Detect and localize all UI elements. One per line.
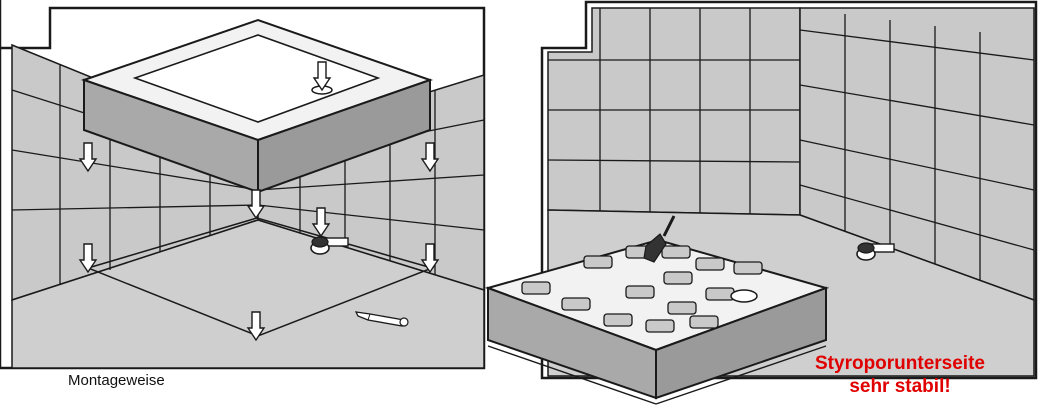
styrofoam-base-front-right bbox=[655, 286, 827, 400]
left-floor bbox=[11, 219, 485, 369]
pencil-icon bbox=[354, 311, 409, 327]
caption-styrofoam-line2: sehr stabil! bbox=[849, 376, 951, 397]
left-panel bbox=[0, 0, 486, 370]
base-drain-opening bbox=[730, 289, 758, 303]
right-tile-grid bbox=[547, 8, 1035, 280]
tray-front-right bbox=[257, 78, 431, 194]
caption-styrofoam-note: Styroporunterseite sehr stabil! bbox=[762, 352, 1038, 398]
drain-pipe-icon bbox=[310, 236, 349, 255]
cutter-knife-icon bbox=[643, 215, 676, 263]
caption-montageweise: Montageweise bbox=[68, 372, 165, 389]
right-panel bbox=[484, 0, 1038, 405]
drain-pipe-icon bbox=[856, 242, 895, 261]
tray-basin bbox=[132, 34, 381, 123]
caption-styrofoam-line1: Styroporunterseite bbox=[815, 353, 985, 374]
